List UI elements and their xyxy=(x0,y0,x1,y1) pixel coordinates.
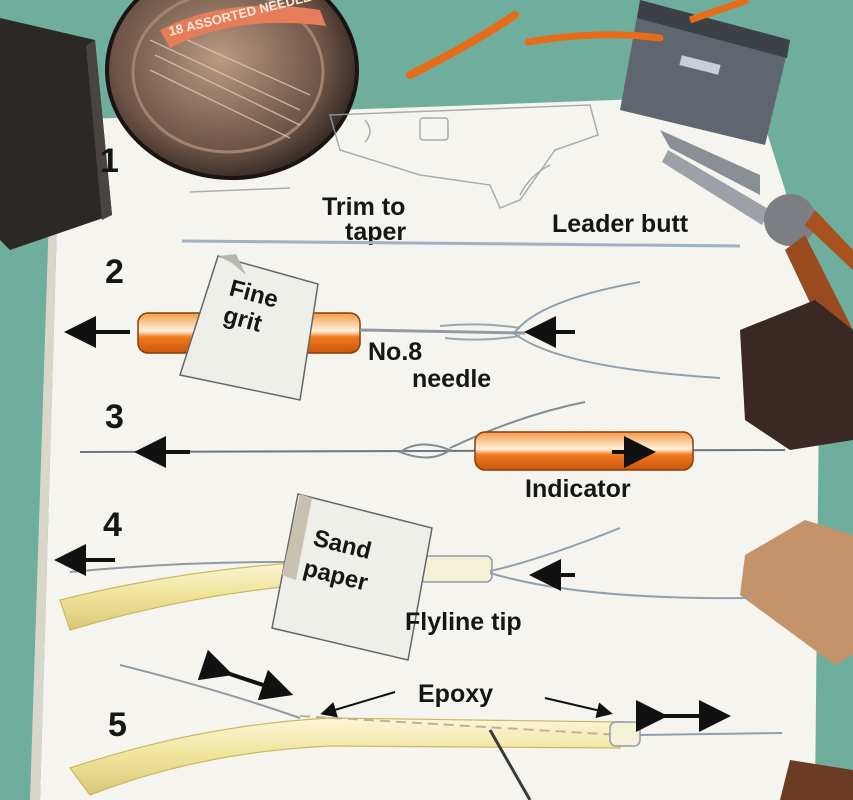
fine-grit-paper xyxy=(179,255,319,401)
step-number-4: 4 xyxy=(103,506,122,544)
loop-step3 xyxy=(397,401,586,459)
label-no8: No.8 xyxy=(368,338,422,366)
label-needle: needle xyxy=(412,365,491,393)
label-epoxy: Epoxy xyxy=(418,680,493,708)
pointer-epoxy-right xyxy=(544,697,613,718)
paper-shadow xyxy=(30,120,60,800)
sandpaper-piece-tan xyxy=(740,520,853,665)
indicator-tube xyxy=(474,431,694,471)
label-trim-to: Trim to xyxy=(322,193,405,221)
step-number-1: 1 xyxy=(100,142,119,180)
label-indicator: Indicator xyxy=(525,475,631,503)
pliers xyxy=(660,130,853,345)
needle-tin: 18 ASSORTED NEEDLES xyxy=(105,0,359,180)
step-number-3: 3 xyxy=(105,398,124,436)
sandpaper-block-dark xyxy=(740,300,853,450)
label-flyline-tip: Flyline tip xyxy=(405,608,522,636)
sharpening-stone xyxy=(0,18,112,250)
orange-tube-piece xyxy=(406,11,519,79)
sand-paper-piece xyxy=(271,493,433,661)
leader-end-step4 xyxy=(489,527,751,600)
pointer-epoxy-left xyxy=(320,691,396,718)
flyline-tip-tube xyxy=(419,555,493,583)
orange-tube-piece xyxy=(524,31,664,46)
splice-end-tube xyxy=(609,721,641,747)
epoxy-stick xyxy=(488,729,532,800)
step-number-5: 5 xyxy=(108,706,127,744)
leader-strip-sketch xyxy=(189,104,599,209)
leader-step5 xyxy=(639,732,783,736)
label-leader-butt: Leader butt xyxy=(552,210,689,238)
needle-step2 xyxy=(359,328,526,335)
step-number-2: 2 xyxy=(105,253,124,291)
double-arrow-left-step5 xyxy=(197,649,294,701)
leader-butt-line xyxy=(181,239,741,248)
